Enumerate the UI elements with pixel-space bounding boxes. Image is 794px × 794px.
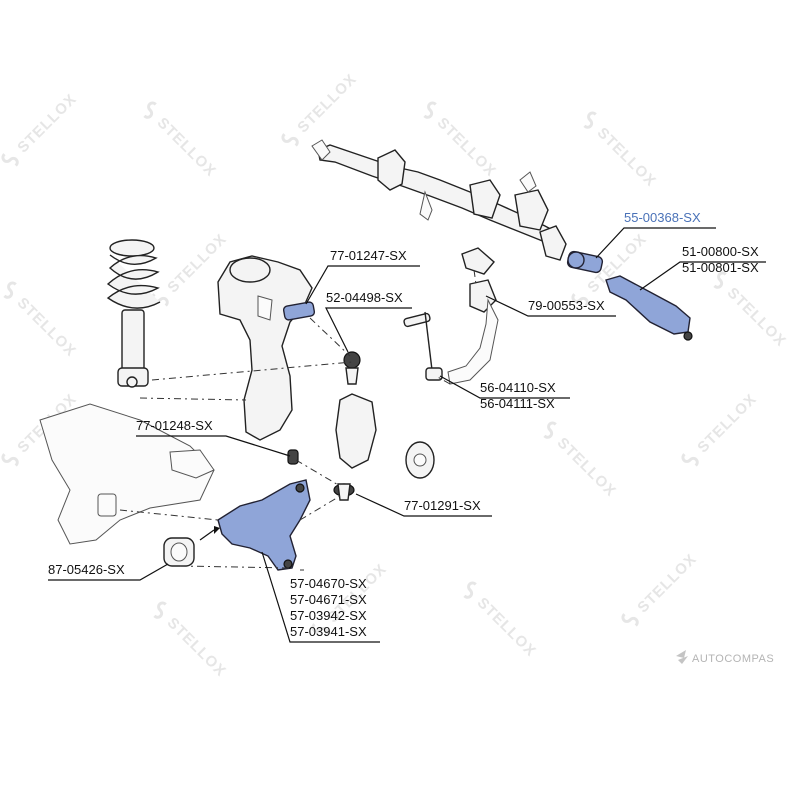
label-57-04671-sx: 57-04671-SX <box>290 592 367 607</box>
watermark-logo-icon <box>583 111 597 129</box>
lower-control-arm <box>217 479 311 571</box>
part-labels: 55-00368-SX 51-00800-SX 51-00801-SX 77-0… <box>48 210 759 639</box>
tie-rod-end <box>605 275 693 341</box>
stabilizer-link <box>403 311 443 381</box>
steering-rack <box>311 139 567 261</box>
watermark-logo-icon <box>713 271 727 289</box>
watermark-logo-icon <box>3 281 17 299</box>
watermark-text: STELLOX <box>434 114 500 180</box>
lower-bushing-small <box>287 449 299 465</box>
label-56-04111-sx: 56-04111-SX <box>480 396 555 411</box>
label-51-00800-sx: 51-00800-SX <box>682 244 759 259</box>
label-52-04498-sx: 52-04498-SX <box>326 290 403 305</box>
silent-block <box>163 526 220 567</box>
brand-logo-icon <box>676 650 688 664</box>
watermark-text: STELLOX <box>554 434 620 500</box>
watermark-tile: STELLOX <box>1 90 80 167</box>
ball-joint-upper <box>343 351 361 385</box>
watermark-logo-icon <box>571 293 589 307</box>
brand-text: AUTOCOMPAS <box>692 653 774 665</box>
watermark-text: STELLOX <box>14 294 80 360</box>
watermark-tile: STELLOX <box>713 271 790 350</box>
stabilizer-bushing <box>447 247 499 385</box>
watermark-text: STELLOX <box>164 614 230 680</box>
brand-mark: AUTOCOMPAS <box>676 650 774 665</box>
watermark-logo-icon <box>423 101 437 119</box>
watermark-text: STELLOX <box>154 114 220 180</box>
watermark-text: STELLOX <box>594 124 660 190</box>
label-79-00553-sx: 79-00553-SX <box>528 298 605 313</box>
label-77-01248-sx: 77-01248-SX <box>136 418 213 433</box>
watermark-text: STELLOX <box>724 284 790 350</box>
label-77-01247-sx: 77-01247-SX <box>330 248 407 263</box>
watermark-logo-icon <box>311 623 329 637</box>
watermark-tile: STELLOX <box>543 421 620 500</box>
label-57-03941-sx: 57-03941-SX <box>290 624 367 639</box>
label-57-03942-sx: 57-03942-SX <box>290 608 367 623</box>
label-77-01291-sx: 77-01291-SX <box>404 498 481 513</box>
watermark-tile: STELLOX <box>681 390 760 467</box>
leader-lines <box>48 227 766 643</box>
watermark-tile: STELLOX <box>3 281 80 360</box>
watermark-logo-icon <box>681 453 699 467</box>
subframe <box>39 403 215 545</box>
inner-tie-rod <box>566 250 604 274</box>
watermark-tile: STELLOX <box>143 101 220 180</box>
label-56-04110-sx: 56-04110-SX <box>480 380 556 395</box>
watermark-tile: STELLOX <box>153 601 230 680</box>
watermark-text: STELLOX <box>294 70 360 136</box>
watermark-text: STELLOX <box>694 390 760 456</box>
watermark-logo-icon <box>463 581 477 599</box>
watermark-tile: STELLOX <box>583 111 660 190</box>
watermark-logo-icon <box>621 613 639 627</box>
watermark-tile: STELLOX <box>423 101 500 180</box>
watermark-text: STELLOX <box>14 90 80 156</box>
watermark-text: STELLOX <box>634 550 700 616</box>
watermark-text: STELLOX <box>474 594 540 660</box>
watermark-tile: STELLOX <box>463 581 540 660</box>
strut-assembly <box>106 239 161 388</box>
label-51-00801-sx: 51-00801-SX <box>682 260 759 275</box>
watermark-logo-icon <box>281 133 299 147</box>
watermark-logo-icon <box>153 601 167 619</box>
watermark-logo-icon <box>1 453 19 467</box>
label-57-04670-sx: 57-04670-SX <box>290 576 367 591</box>
label-55-00368-sx: 55-00368-SX <box>624 210 701 225</box>
assembly-lines <box>119 269 477 571</box>
upper-bushing <box>282 301 316 321</box>
watermark-logo-icon <box>543 421 557 439</box>
watermark-tile: STELLOX <box>621 550 700 627</box>
watermark-logo-icon <box>143 101 157 119</box>
watermark-logo-icon <box>1 153 19 167</box>
ball-joint-lower <box>333 483 355 501</box>
watermark-tile: STELLOX <box>281 70 360 147</box>
knuckle-housing <box>217 255 313 441</box>
wheel-hub <box>335 393 435 479</box>
label-87-05426-sx: 87-05426-SX <box>48 562 125 577</box>
